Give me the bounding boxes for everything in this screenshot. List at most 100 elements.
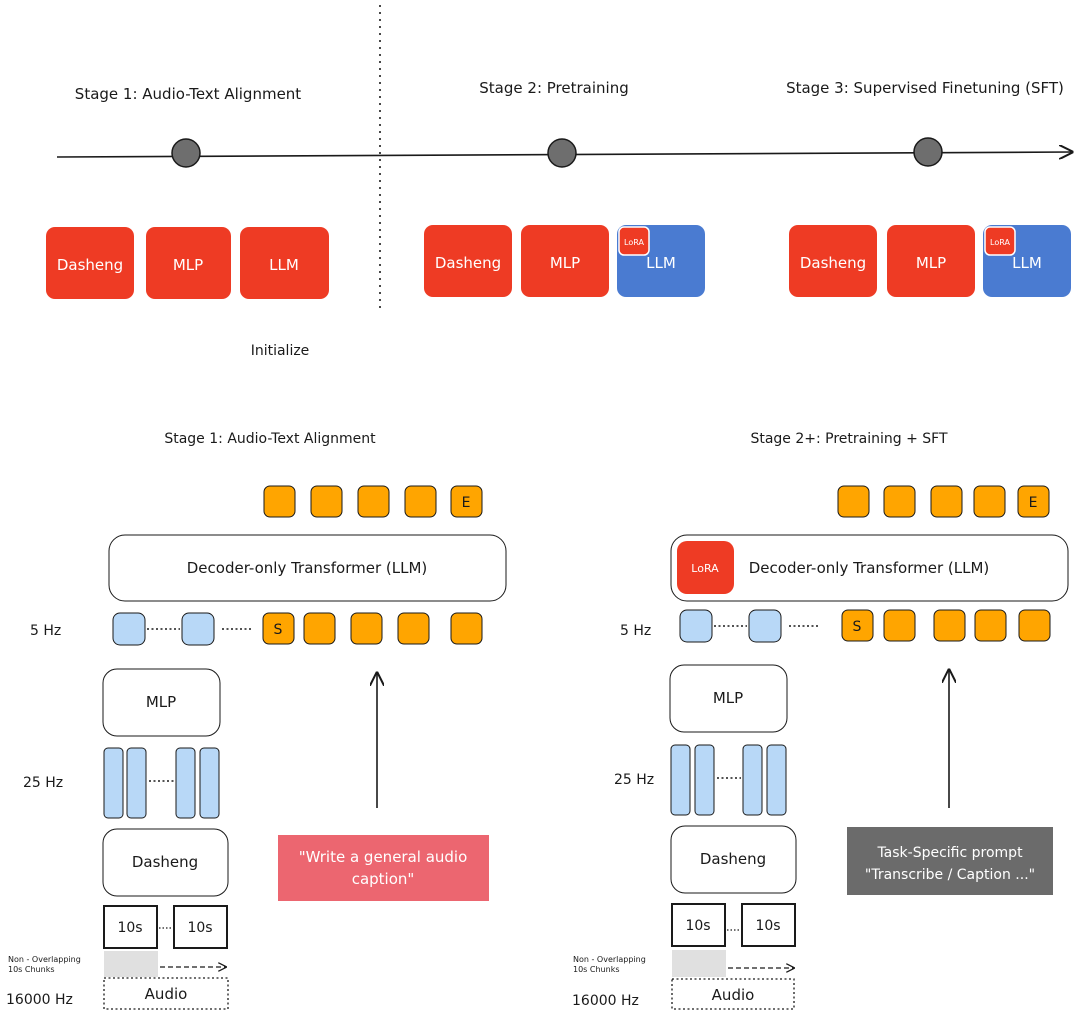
left-prompt-box xyxy=(278,835,489,901)
left-mlp-label: MLP xyxy=(146,693,176,711)
left-audio-token xyxy=(181,612,215,646)
right-panel-title: Stage 2+: Pretraining + SFT xyxy=(750,431,948,447)
left-output-token xyxy=(310,485,343,518)
stage2-mlp-block xyxy=(521,225,609,297)
stage1-mlp-label: MLP xyxy=(173,256,203,274)
right-text-token xyxy=(1018,609,1051,642)
right-start-token-label: S xyxy=(853,619,862,635)
right-prompt-box xyxy=(847,827,1053,895)
left-start-token-label: S xyxy=(274,622,283,638)
right-prompt-line2: "Transcribe / Caption ..." xyxy=(865,867,1035,883)
left-output-token xyxy=(357,485,390,518)
left-chunks-note-line2: 10s Chunks xyxy=(8,965,55,974)
stage2-dasheng-label: Dasheng xyxy=(435,254,501,272)
stage2-dasheng-block xyxy=(424,225,512,297)
stage1-dasheng-label: Dasheng xyxy=(57,256,123,274)
right-output-token xyxy=(837,485,870,518)
left-rate-5hz: 5 Hz xyxy=(30,623,61,639)
left-end-token xyxy=(450,485,483,518)
left-dasheng-box xyxy=(102,828,229,897)
stage2-mlp-label: MLP xyxy=(550,254,580,272)
left-text-token xyxy=(397,612,430,645)
left-text-token xyxy=(303,612,336,645)
right-rate-25hz: 25 Hz xyxy=(614,772,654,788)
right-chunk-box xyxy=(741,903,796,947)
left-chunk-box xyxy=(103,905,158,949)
right-chunk-label: 10s xyxy=(685,918,710,934)
stage1-llm-block xyxy=(240,227,329,299)
right-audio-token xyxy=(679,609,713,643)
left-prompt-line2: caption" xyxy=(352,870,415,888)
stage2-llm-label: LLM xyxy=(646,254,676,272)
left-prompt-line1: "Write a general audio xyxy=(299,848,468,866)
right-chunk-box xyxy=(671,903,726,947)
right-rate-5hz: 5 Hz xyxy=(620,623,651,639)
stage2-lora-badge xyxy=(618,226,650,256)
left-panel-title: Stage 1: Audio-Text Alignment xyxy=(164,431,376,447)
right-chunks-note-line2: 10s Chunks xyxy=(573,965,620,974)
stage1-timeline-label: Stage 1: Audio-Text Alignment xyxy=(75,85,302,103)
right-dasheng-label: Dasheng xyxy=(700,850,766,868)
stage3-dasheng-block xyxy=(789,225,877,297)
left-output-token xyxy=(263,485,296,518)
left-decoder-label: Decoder-only Transformer (LLM) xyxy=(187,559,427,577)
right-chunks-note-line1: Non - Overlapping xyxy=(573,955,646,964)
left-frame-token xyxy=(103,747,124,819)
left-output-token xyxy=(404,485,437,518)
left-frame-token xyxy=(175,747,196,819)
stage3-dasheng-label: Dasheng xyxy=(800,254,866,272)
stage3-node xyxy=(913,137,943,167)
stage3-llm-label: LLM xyxy=(1012,254,1042,272)
right-output-token xyxy=(883,485,916,518)
initialize-label: Initialize xyxy=(251,343,310,359)
left-frame-token xyxy=(126,747,147,819)
left-frame-token xyxy=(199,747,220,819)
left-end-token-label: E xyxy=(462,495,471,511)
right-end-token xyxy=(1017,485,1050,518)
left-audio-token xyxy=(112,612,146,646)
left-chunk-label: 10s xyxy=(187,920,212,936)
left-start-token xyxy=(262,612,295,645)
right-mlp-box xyxy=(669,664,788,733)
right-prompt-line1: Task-Specific prompt xyxy=(876,845,1023,861)
right-text-token xyxy=(933,609,966,642)
right-chunk-label: 10s xyxy=(755,918,780,934)
stage2-timeline-label: Stage 2: Pretraining xyxy=(479,79,628,97)
left-text-token xyxy=(350,612,383,645)
right-frame-token xyxy=(670,744,691,816)
right-output-token xyxy=(973,485,1006,518)
left-chunk-label: 10s xyxy=(117,920,142,936)
left-mlp-box xyxy=(102,668,221,737)
right-lora-label: LoRA xyxy=(691,562,719,575)
left-chunk-box xyxy=(173,905,228,949)
stage1-mlp-block xyxy=(146,227,231,299)
stage3-lora-badge xyxy=(984,226,1016,256)
stage2-node xyxy=(547,138,577,168)
left-audio-label: Audio xyxy=(145,985,188,1003)
left-chunks-note-line1: Non - Overlapping xyxy=(8,955,81,964)
right-decoder-box xyxy=(670,534,1069,602)
right-mlp-label: MLP xyxy=(713,689,743,707)
right-text-token xyxy=(974,609,1007,642)
right-end-token-label: E xyxy=(1029,495,1038,511)
left-text-token xyxy=(450,612,483,645)
left-audio-input xyxy=(103,977,229,1010)
right-start-token xyxy=(841,609,874,642)
stage1-dasheng-block xyxy=(46,227,134,299)
right-audio-input xyxy=(671,978,795,1010)
stage3-lora-label: LoRA xyxy=(990,238,1010,247)
right-text-token xyxy=(883,609,916,642)
right-frame-token xyxy=(742,744,763,816)
stage1-llm-label: LLM xyxy=(269,256,299,274)
stage3-timeline-label: Stage 3: Supervised Finetuning (SFT) xyxy=(786,79,1064,97)
right-audio-token xyxy=(748,609,782,643)
stage1-node xyxy=(171,138,201,168)
right-audio-label: Audio xyxy=(712,986,755,1004)
left-chunk-window xyxy=(104,951,158,977)
right-rate-16k: 16000 Hz xyxy=(572,993,639,1009)
right-dasheng-box xyxy=(670,825,797,894)
left-rate-16k: 16000 Hz xyxy=(6,992,73,1008)
right-chunk-window xyxy=(672,950,726,977)
stage2-lora-label: LoRA xyxy=(624,238,644,247)
